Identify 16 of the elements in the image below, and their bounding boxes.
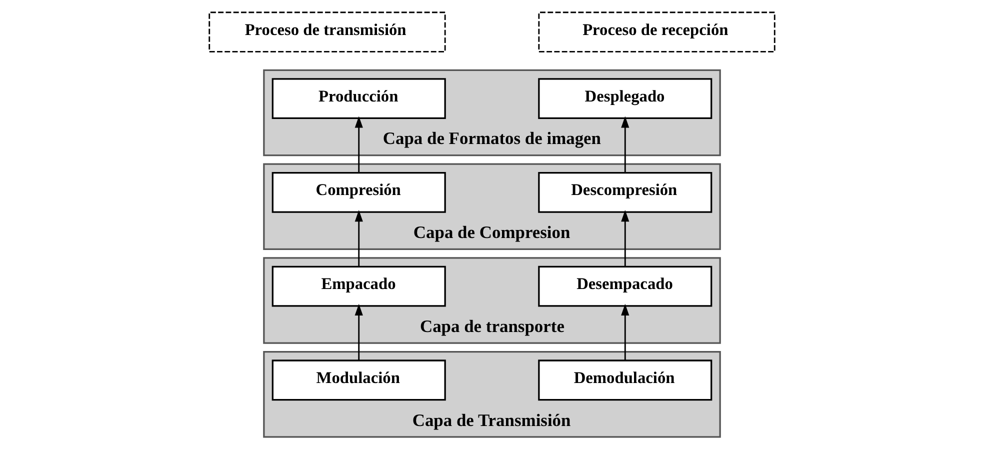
node-box: Desplegado: [538, 78, 712, 120]
arrow: [354, 210, 363, 266]
node-box: Demodulación: [538, 360, 712, 401]
node-box: Desempacado: [538, 266, 712, 307]
node-box: Producción: [272, 78, 446, 120]
arrow: [354, 304, 363, 360]
arrow: [621, 304, 630, 360]
node-box: Descompresión: [538, 172, 712, 213]
node-box: Modulación: [272, 360, 446, 401]
arrow: [621, 210, 630, 266]
arrow: [354, 116, 363, 172]
node-box: Proceso de transmisión: [208, 12, 446, 52]
arrow: [621, 116, 630, 172]
node-box: Proceso de recepción: [538, 12, 776, 52]
node-box: Empacado: [272, 266, 446, 307]
node-box: Compresión: [272, 172, 446, 213]
